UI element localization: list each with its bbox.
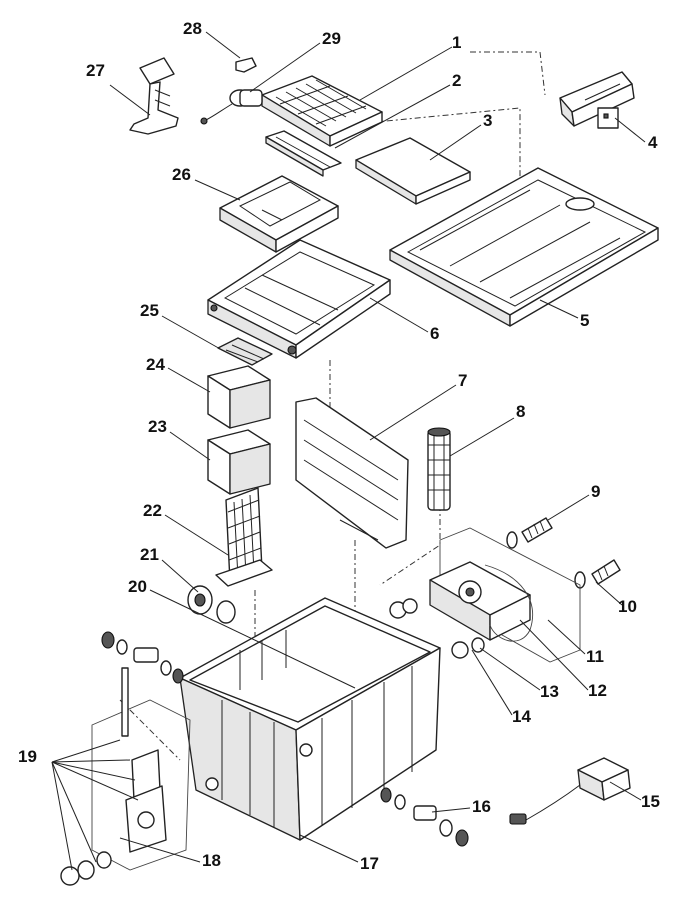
callout-1: 1 — [452, 33, 462, 52]
callout-2: 2 — [452, 71, 462, 90]
part-13-connector — [389, 598, 418, 619]
part-2-slide-bar — [265, 130, 342, 177]
part-23-foam — [207, 429, 271, 495]
callout-15: 15 — [641, 792, 660, 811]
callout-26: 26 — [172, 165, 191, 184]
callout-27: 27 — [86, 61, 105, 80]
part-17-container — [179, 597, 441, 841]
callout-25: 25 — [140, 301, 159, 320]
part-3-cover-plate — [355, 137, 471, 205]
part-26-basket — [219, 175, 339, 253]
leader-lines — [51, 31, 646, 871]
part-11-uvc-housing — [429, 527, 581, 663]
part-14-connector — [451, 637, 485, 659]
callout-19: 19 — [18, 747, 37, 766]
inlet-fittings-upper-left — [101, 631, 184, 684]
callout-8: 8 — [516, 402, 526, 421]
callout-20: 20 — [128, 577, 147, 596]
part-16-outlet-set — [380, 787, 469, 847]
callout-24: 24 — [146, 355, 165, 374]
part-9-hose-tail — [506, 517, 553, 549]
part-8-cylinder — [427, 427, 451, 511]
callout-9: 9 — [591, 482, 601, 501]
callout-11: 11 — [586, 647, 604, 666]
callout-16: 16 — [472, 797, 491, 816]
part-7-baffle — [295, 397, 409, 549]
callout-4: 4 — [648, 133, 658, 152]
callout-18: 18 — [202, 851, 221, 870]
part-15-transformer — [509, 757, 631, 825]
part-27-bracket — [129, 57, 179, 135]
part-29-motor — [200, 89, 263, 125]
callout-29: 29 — [322, 29, 341, 48]
part-19-valve-assembly — [91, 667, 191, 871]
callout-6: 6 — [430, 324, 440, 343]
part-22-rack — [215, 487, 273, 587]
callout-3: 3 — [483, 111, 493, 130]
part-18-seals — [60, 851, 112, 886]
part-24-foam — [207, 365, 271, 429]
part-5-lid — [389, 167, 659, 327]
callout-13: 13 — [540, 682, 559, 701]
part-10-hose-tail — [574, 559, 621, 589]
callout-14: 14 — [512, 707, 531, 726]
callout-21: 21 — [140, 545, 159, 564]
part-4-indicator — [559, 71, 635, 129]
callout-10: 10 — [618, 597, 637, 616]
callout-28: 28 — [183, 19, 202, 38]
callout-23: 23 — [148, 417, 167, 436]
part-6-filter-tray — [207, 239, 391, 359]
part-21-pipe — [187, 585, 236, 624]
part-25-plate — [217, 337, 273, 366]
callout-5: 5 — [580, 311, 590, 330]
callout-22: 22 — [143, 501, 162, 520]
callout-17: 17 — [360, 854, 379, 873]
part-28-clip — [235, 57, 257, 73]
callout-12: 12 — [588, 681, 607, 700]
callout-7: 7 — [458, 371, 468, 390]
